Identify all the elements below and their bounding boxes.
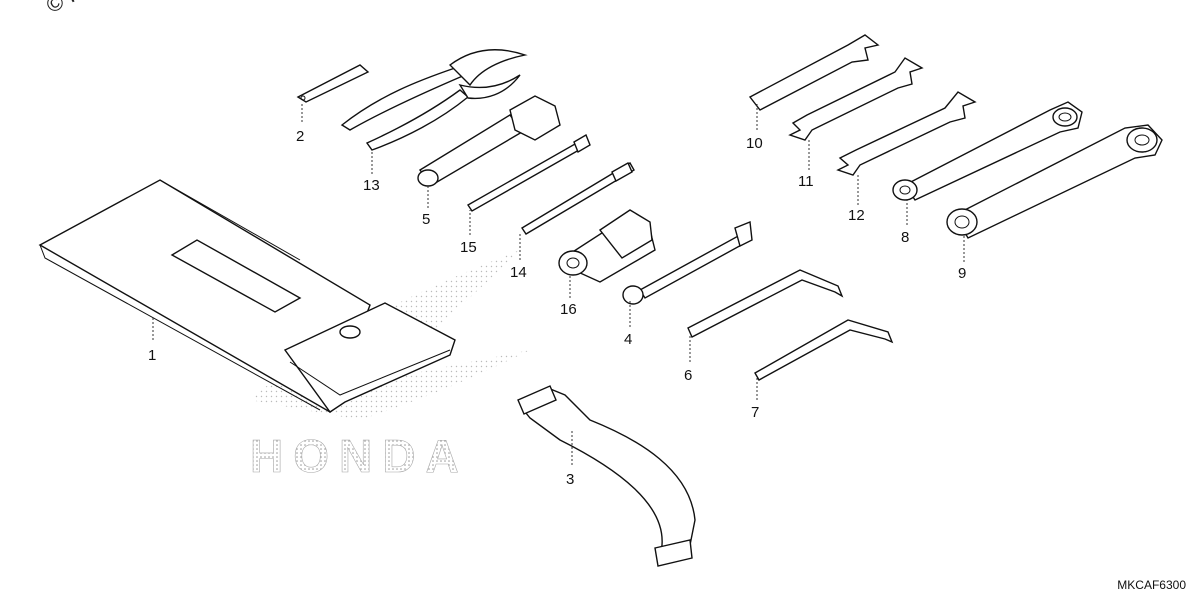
tool-bag-part bbox=[38, 179, 456, 414]
callout-7: 7 bbox=[751, 404, 759, 421]
ring-wrench-9-part bbox=[946, 124, 1163, 239]
diagram-code: MKCAF6300 bbox=[1117, 578, 1186, 592]
honda-wordmark: HONDA bbox=[250, 430, 469, 482]
hex-key-small-part bbox=[754, 319, 894, 381]
callout-6: 6 bbox=[684, 367, 692, 384]
screwdriver-bit-part bbox=[521, 162, 635, 235]
callout-4: 4 bbox=[624, 331, 632, 348]
ring-wrench-8-part bbox=[892, 101, 1083, 201]
plate-part bbox=[296, 64, 370, 103]
callout-5: 5 bbox=[422, 211, 430, 228]
callout-1: 1 bbox=[148, 347, 156, 364]
callout-16: 16 bbox=[560, 301, 577, 318]
callout-9: 9 bbox=[958, 265, 966, 282]
wrench-11-part bbox=[788, 57, 924, 141]
callout-11: 11 bbox=[798, 173, 814, 190]
screwdriver-handle-part bbox=[558, 209, 656, 283]
leader-lines bbox=[152, 102, 965, 465]
callout-10: 10 bbox=[746, 135, 763, 152]
callout-15: 15 bbox=[460, 239, 477, 256]
callout-13: 13 bbox=[363, 177, 380, 194]
extension-bar-part bbox=[622, 221, 753, 305]
wrench-12-part bbox=[836, 91, 977, 176]
callout-2: 2 bbox=[296, 128, 304, 145]
pliers-part bbox=[340, 49, 528, 151]
callout-12: 12 bbox=[848, 207, 865, 224]
hex-key-large-part bbox=[687, 269, 844, 338]
screwdriver-part bbox=[467, 133, 591, 212]
strap-part bbox=[517, 385, 696, 567]
callout-3: 3 bbox=[566, 471, 574, 488]
box-socket-part bbox=[417, 95, 561, 187]
wrench-10-part bbox=[748, 34, 880, 111]
callout-14: 14 bbox=[510, 264, 527, 281]
callout-8: 8 bbox=[901, 229, 909, 246]
callout-labels: 1 2 3 4 5 6 7 8 9 10 11 12 13 14 15 16 bbox=[148, 128, 966, 488]
